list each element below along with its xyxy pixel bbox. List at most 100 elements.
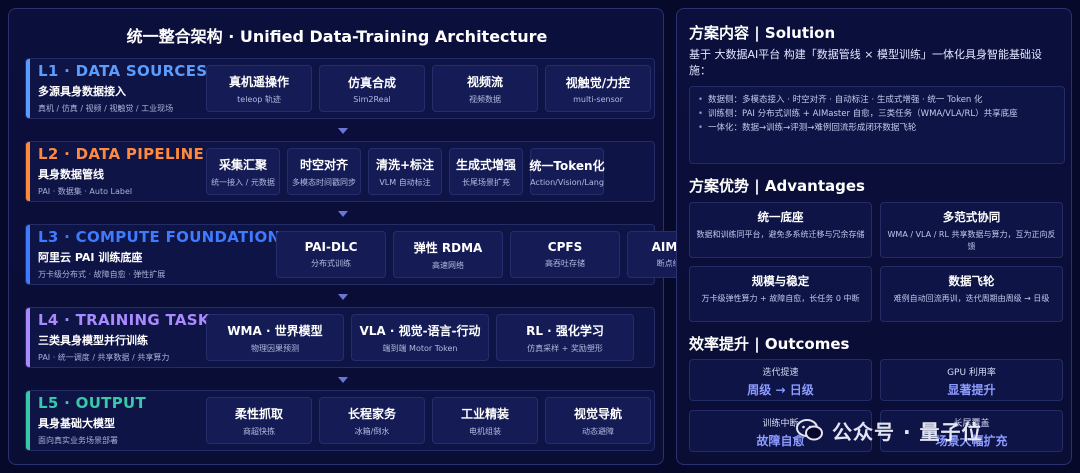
flow-arrow-icon [338,294,348,300]
layer-description: 面向真实业务场景部署 [38,436,118,445]
layer-subtitle: 多源具身数据接入 [38,85,126,98]
outcome-card: 训练中断 故障自愈 [689,410,872,452]
layer-accent-bar [26,308,30,367]
flow-arrow-icon [338,377,348,383]
component-card: 长程家务冰箱/倒水 [319,397,425,444]
component-card: VLA · 视觉-语言-行动端到端 Motor Token [351,314,489,361]
component-title: 统一Token化 [529,158,605,173]
layer-subtitle: 具身数据管线 [38,168,104,181]
component-card: 采集汇聚统一接入 / 元数据 [206,148,280,195]
outcome-value: 场景大幅扩充 [935,434,1008,448]
flow-arrow-icon [338,128,348,134]
solution-title: 方案内容 | Solution [689,24,836,42]
outcome-value: 周级 → 日级 [747,383,814,397]
component-subtitle: Sim2Real [353,94,391,104]
architecture-panel: 统一整合架构 · Unified Data-Training Architect… [8,8,737,465]
component-card: CPFS 高吞吐存储 [510,231,620,278]
outcome-label: 迭代提速 [762,368,799,378]
solution-bullet: •一体化：数据→训练→评测→难例回流形成闭环数据飞轮 [698,123,917,133]
component-title: CPFS [547,240,583,254]
component-title: 视频流 [466,74,503,89]
layer-subtitle: 具身基础大模型 [38,417,115,430]
outcome-card: GPU 利用率 显著提升 [880,359,1063,401]
outcome-label: 长尾覆盖 [953,419,990,429]
architecture-title: 统一整合架构 · Unified Data-Training Architect… [126,27,548,46]
component-title: RL · 强化学习 [526,323,604,338]
component-subtitle: 仿真采样 + 奖励塑形 [527,343,603,353]
component-title: 真机遥操作 [228,74,289,89]
component-title: 长程家务 [347,406,396,421]
layer-title: L3 · COMPUTE FOUNDATION [38,228,281,246]
advantage-card: 数据飞轮 难例自动回流再训，迭代周期由周级 → 日级 [880,266,1063,322]
flow-arrow-icon [338,211,348,217]
advantage-title: 多范式协同 [942,210,1001,224]
component-title: WMA · 世界模型 [227,323,323,338]
advantages-title: 方案优势 | Advantages [689,177,865,195]
advantage-title: 统一底座 [757,210,804,224]
component-subtitle: 高吞吐存储 [545,259,585,268]
outcome-card: 迭代提速 周级 → 日级 [689,359,872,401]
component-title: 视触觉/力控 [565,75,631,90]
layer-title: L4 · TRAINING TASKS [38,311,221,329]
layer-subtitle: 阿里云 PAI 训练底座 [38,251,143,264]
outcomes-title: 效率提升 | Outcomes [689,335,850,353]
watermark: 公众号 · 量子位 [796,412,983,448]
advantage-card: 多范式协同 WMA / VLA / RL 共享数据与算力，互为正向反馈 [880,202,1063,258]
outcome-card: 长尾覆盖 场景大幅扩充 [880,410,1063,452]
component-card: RL · 强化学习仿真采样 + 奖励塑形 [496,314,634,361]
component-subtitle: 多模态时间戳同步 [292,177,356,187]
advantage-desc: 难例自动回流再训，迭代周期由周级 → 日级 [893,294,1050,303]
component-card: 柔性抓取商超快拣 [206,397,312,444]
component-card: WMA · 世界模型物理因果预测 [206,314,344,361]
component-title: 清洗+标注 [375,157,435,172]
component-subtitle: 动态避障 [582,426,614,436]
solution-bullets: •数据侧：多模态接入 · 时空对齐 · 自动标注 · 生成式增强 · 统一 To… [689,86,1065,164]
layer-description: PAI · 统一调度 / 共享数据 / 共享算力 [38,353,170,362]
layer-accent-bar [26,142,30,201]
layer-description: PAI · 数据集 · Auto Label [38,187,133,196]
component-title: PAI-DLC [304,240,358,254]
advantage-title: 数据飞轮 [948,274,995,288]
component-title: VLA · 视觉-语言-行动 [359,323,481,338]
advantage-desc: WMA / VLA / RL 共享数据与算力，互为正向反馈 [887,230,1056,251]
component-title: 工业精装 [460,406,509,421]
solution-description: 基于 大数据AI平台 构建「数据管线 × 模型训练」一体化具身智能基础设施： [689,48,1042,77]
advantage-card: 统一底座 数据和训练同平台，避免多系统迁移与冗余存储 [689,202,872,258]
advantage-card: 规模与稳定 万卡级弹性算力 + 故障自愈，长任务 0 中断 [689,266,872,322]
component-subtitle: 电机组装 [469,426,501,436]
summary-panel: 方案内容 | Solution 基于 大数据AI平台 构建「数据管线 × 模型训… [676,8,1072,465]
advantage-desc: 数据和训练同平台，避免多系统迁移与冗余存储 [696,230,865,239]
component-subtitle: 高速网络 [432,260,464,270]
component-title: 柔性抓取 [234,406,283,421]
component-subtitle: 物理因果预测 [251,343,299,353]
component-subtitle: 长尾场景扩充 [462,177,510,187]
layer-description: 真机 / 仿真 / 视频 / 视触觉 / 工业现场 [38,104,174,113]
layer-cards: 柔性抓取商超快拣长程家务冰箱/倒水工业精装电机组装视觉导航动态避障 [206,397,651,444]
component-card: 统一Token化 Action/Vision/Lang [529,148,605,195]
component-title: 生成式增强 [455,157,516,172]
component-subtitle: 视频数据 [469,94,501,104]
layer-accent-bar [26,59,30,118]
layer-title: L5 · OUTPUT [38,394,147,412]
component-card: 工业精装电机组装 [432,397,538,444]
component-title: 时空对齐 [299,157,348,172]
component-subtitle: 冰箱/倒水 [354,426,390,436]
component-subtitle: Action/Vision/Lang [530,177,604,187]
component-card: PAI-DLC 分布式训练 [276,231,386,278]
wechat-icon [796,419,823,441]
component-card: 视频流视频数据 [432,65,538,112]
component-card: 视觉导航动态避障 [545,397,651,444]
component-subtitle: teleop 轨迹 [237,94,281,104]
layer-subtitle: 三类具身模型并行训练 [38,334,148,347]
outcome-value: 故障自愈 [756,434,805,448]
component-subtitle: 分布式训练 [311,259,351,268]
